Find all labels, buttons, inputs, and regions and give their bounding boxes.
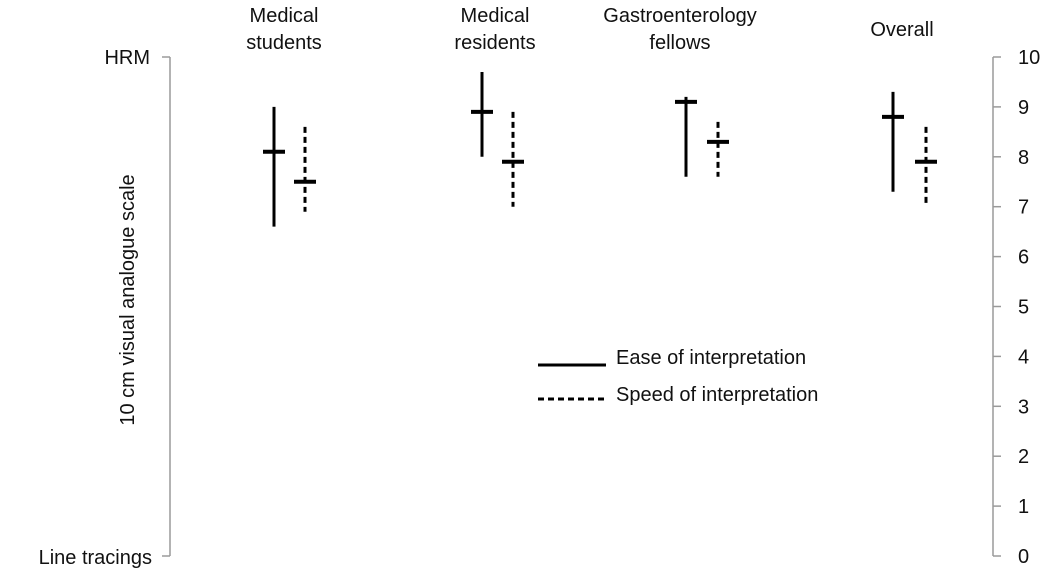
category-label: residents — [454, 32, 535, 54]
legend-ease-label: Ease of interpretation — [616, 347, 806, 369]
category-label: fellows — [649, 32, 710, 54]
right-axis-tick-label: 4 — [1018, 346, 1029, 368]
category-label: Medical — [250, 5, 319, 27]
right-axis-tick-label: 5 — [1018, 297, 1029, 319]
category-label: students — [246, 32, 322, 54]
right-axis-tick-label: 9 — [1018, 97, 1029, 119]
right-axis-tick-label: 2 — [1018, 446, 1029, 468]
y-axis-title: 10 cm visual analogue scale — [117, 174, 139, 425]
legend-speed-label: Speed of interpretation — [616, 384, 818, 406]
category-labels: Medical students Medical residents Gastroent… — [246, 5, 933, 54]
right-axis-tick-label: 3 — [1018, 396, 1029, 418]
left-axis-top-label: HRM — [104, 47, 150, 69]
right-axis-ticks: 0 1 2 3 4 5 6 7 8 9 10 — [993, 47, 1040, 568]
category-label: Overall — [870, 19, 933, 41]
right-axis-tick-label: 8 — [1018, 147, 1029, 169]
legend: Ease of interpretation Speed of interpre… — [538, 347, 818, 406]
right-axis-tick-label: 7 — [1018, 197, 1029, 219]
right-axis-tick-label: 1 — [1018, 496, 1029, 518]
category-label: Medical — [461, 5, 530, 27]
category-label: Gastroenterology — [603, 5, 756, 27]
right-axis-tick-label: 0 — [1018, 546, 1029, 568]
error-bars — [263, 71, 937, 227]
right-axis-tick-label: 6 — [1018, 247, 1029, 269]
right-axis-tick-label: 10 — [1018, 47, 1040, 69]
left-axis-bottom-label: Line tracings — [39, 547, 152, 569]
